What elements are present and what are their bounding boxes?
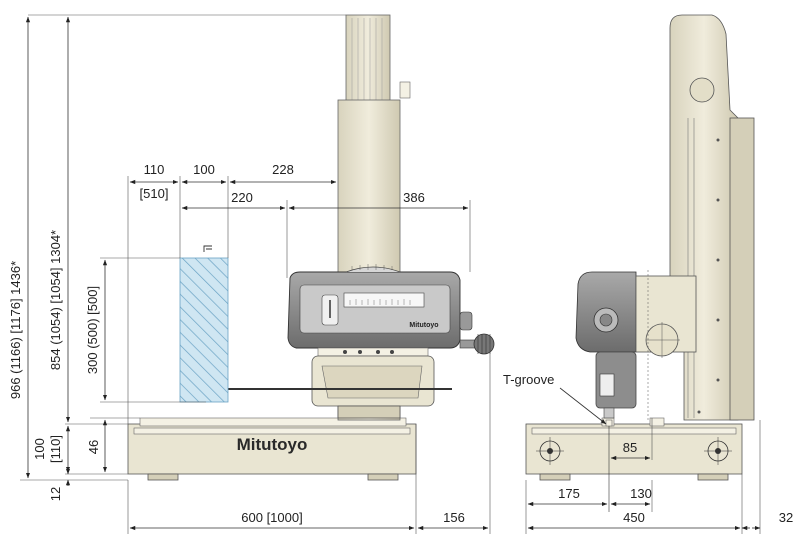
dim-total-height: 966 (1166) [1176] 1436* (8, 261, 23, 399)
dim-base-height-alt: [110] (48, 435, 63, 463)
front-view: Mitutoyo Mitutoyo (127, 14, 495, 481)
dim-measuring-range: 300 (500) [500] (85, 286, 100, 374)
dim-220: 220 (231, 190, 253, 205)
dim-85: 85 (623, 440, 637, 455)
dim-100: 100 (193, 162, 215, 177)
dim-175: 175 (558, 486, 580, 501)
dim-base-width: 600 [1000] (241, 510, 302, 525)
side-dimensions: T-groove 85 175 130 450 32 (503, 372, 793, 534)
label-tgroove: T-groove (503, 372, 554, 387)
side-view (525, 14, 755, 512)
dim-foot-height: 12 (48, 487, 63, 501)
front-dimensions: 966 (1166) [1176] 1436* 854 (1054) [1054… (8, 14, 491, 534)
dim-110: 110 (144, 162, 165, 177)
dim-156: 156 (443, 510, 465, 525)
dim-450: 450 (623, 510, 645, 525)
dim-228: 228 (272, 162, 294, 177)
dim-base-height: 100 (32, 438, 47, 460)
brand-logo: Mitutoyo (237, 435, 308, 454)
front-knob (473, 333, 495, 355)
dim-510: [510] (140, 186, 169, 201)
side-column (669, 14, 739, 421)
dim-130: 130 (630, 486, 652, 501)
dim-table-height: 46 (86, 440, 101, 454)
measuring-range-area (179, 257, 229, 403)
front-column-top (345, 14, 391, 104)
unit-logo: Mitutoyo (409, 322, 438, 329)
dim-column-height: 854 (1054) [1054] 1304* (48, 230, 63, 370)
front-table (139, 417, 407, 427)
dim-32: 32 (779, 510, 793, 525)
dim-386: 386 (403, 190, 425, 205)
